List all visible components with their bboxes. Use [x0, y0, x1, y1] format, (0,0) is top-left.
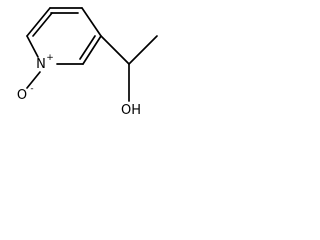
nitrogen-charge: + — [46, 53, 54, 63]
ring-bond-left-upper-inner — [32, 12, 53, 37]
ring-bond-right — [82, 35, 102, 65]
chemical-structure-diagram: N + O - OH — [17, 7, 158, 118]
ring-to-carbinol-bond — [100, 35, 130, 65]
oxide-charge: - — [30, 84, 33, 94]
ring-bond-left-upper — [26, 7, 51, 37]
ring-bond-right-inner — [79, 35, 96, 60]
carbinol-to-methyl-bond — [128, 35, 158, 65]
oxide-oxygen-label: O — [17, 88, 27, 103]
hydroxyl-label: OH — [121, 103, 141, 118]
ring-bond-top-right — [81, 7, 102, 37]
ring-bond-left-lower — [26, 35, 39, 58]
nitrogen-label: N — [36, 57, 46, 72]
n-oxide-bond — [26, 71, 41, 89]
